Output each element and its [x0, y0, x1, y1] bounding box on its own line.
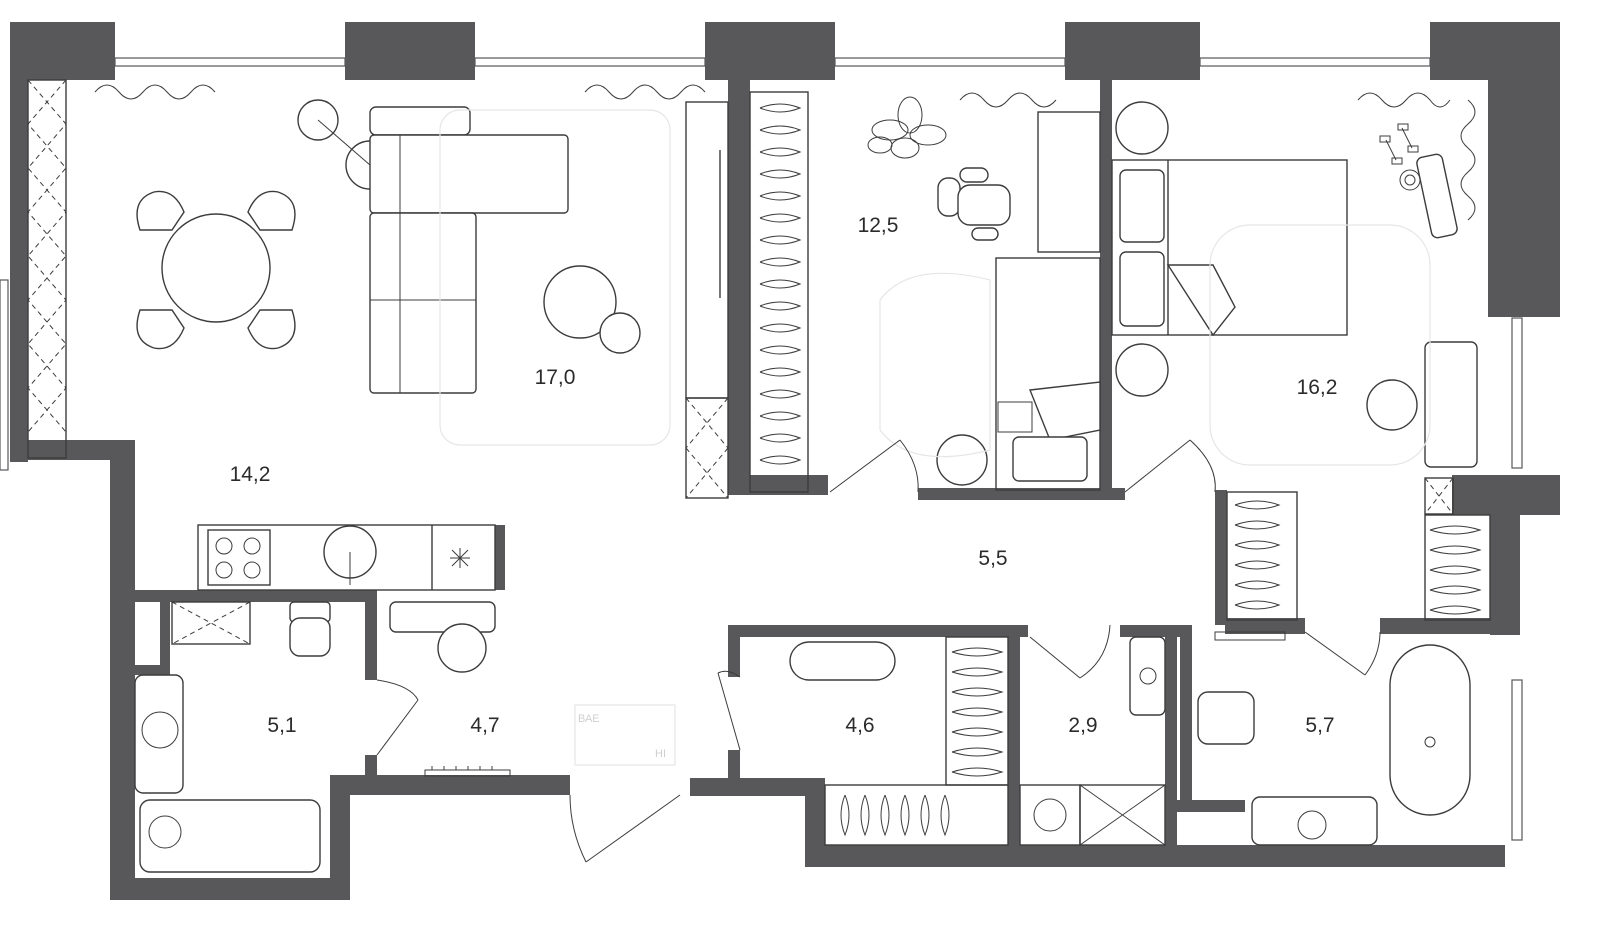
laundry-fixtures	[1019, 636, 1166, 846]
area-label-hallway: 5,5	[978, 547, 1007, 570]
master-bedroom-furniture	[1111, 101, 1478, 515]
entrance-furniture: ВАЕ НІ	[389, 601, 676, 777]
svg-text:НІ: НІ	[655, 748, 666, 760]
area-label-bathroom-left: 5,1	[267, 714, 296, 737]
area-labels: 17,0 14,2 12,5 16,2 5,5 5,1 4,7 4,6 2,9 …	[230, 214, 1338, 737]
left-bathroom-fixtures	[134, 601, 331, 873]
area-label-laundry: 2,9	[1068, 714, 1097, 737]
dumbbell-icon	[1379, 123, 1419, 165]
area-label-wardrobe: 4,6	[845, 714, 874, 737]
area-label-bathroom-right: 5,7	[1305, 714, 1334, 737]
right-bathroom-fixtures	[1197, 631, 1471, 846]
svg-text:ВАЕ: ВАЕ	[578, 713, 600, 725]
area-label-kitchen: 14,2	[230, 463, 271, 486]
area-label-entrance: 4,7	[470, 714, 499, 737]
hallway-wardrobes	[1226, 491, 1491, 621]
area-label-living: 17,0	[535, 366, 576, 389]
living-room-furniture	[27, 79, 729, 499]
wardrobe-room-fixtures	[789, 636, 1009, 846]
area-label-bedroom-master: 16,2	[1297, 376, 1338, 399]
kitchen-furniture	[197, 524, 496, 591]
area-label-bedroom-child: 12,5	[858, 214, 899, 237]
doors	[376, 439, 1381, 863]
child-bedroom-furniture	[749, 91, 1101, 493]
windows	[0, 57, 1523, 841]
curtains	[94, 84, 1476, 221]
walls	[10, 22, 1560, 900]
plant-icon	[867, 96, 947, 159]
